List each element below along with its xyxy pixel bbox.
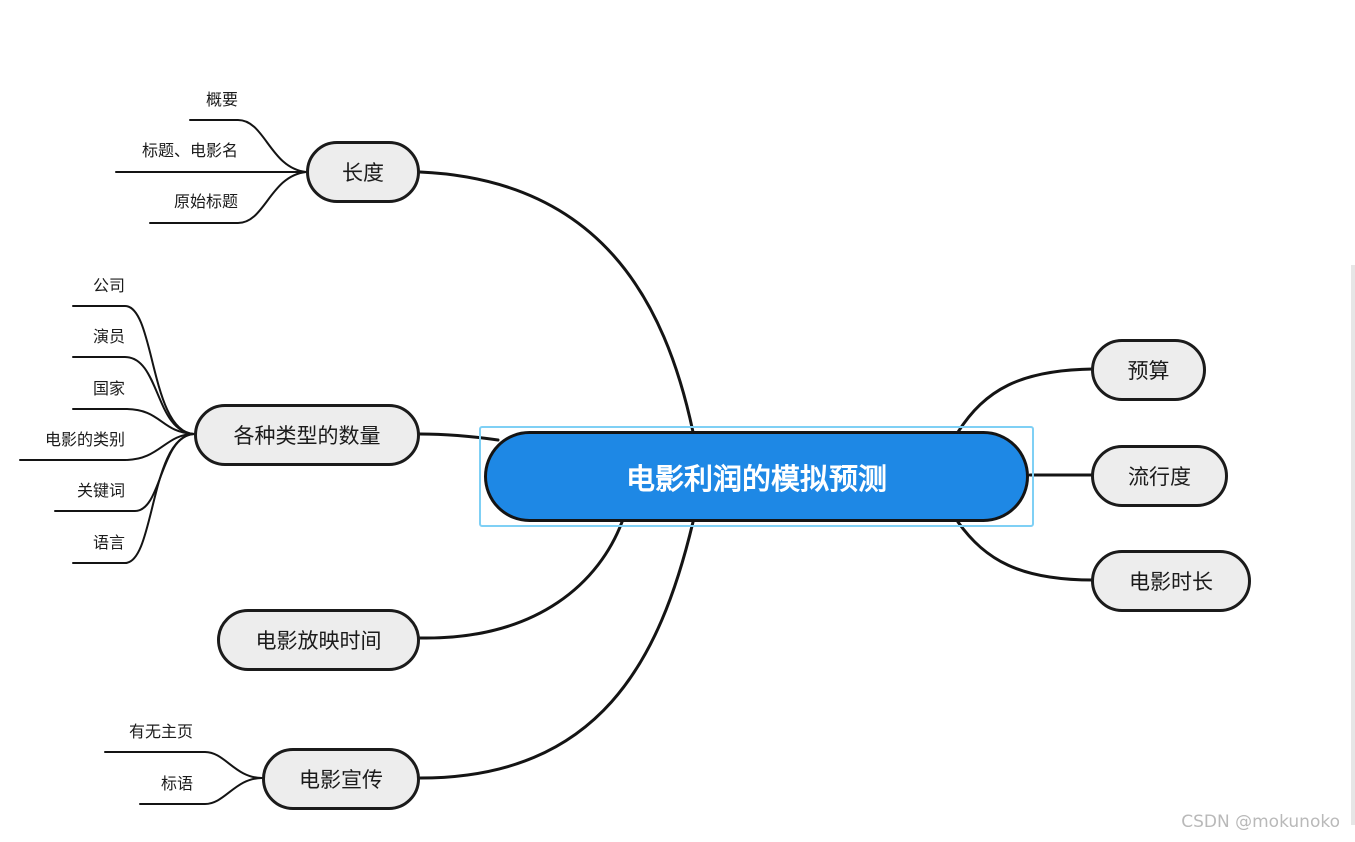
- connector-promotion-tagline: [139, 777, 263, 805]
- branch-release-time[interactable]: 电影放映时间: [217, 609, 420, 671]
- vertical-scrollbar[interactable]: [1351, 265, 1355, 825]
- connector-promotion-homepage: [104, 751, 263, 779]
- connector-counts-actors: [72, 356, 195, 435]
- connector-counts-country: [72, 408, 195, 435]
- leaf-country[interactable]: 国家: [92, 379, 125, 398]
- branch-length[interactable]: 长度: [306, 141, 420, 203]
- connector-counts-language: [72, 433, 195, 564]
- connector-length-summary: [189, 119, 307, 173]
- connector-counts-genre: [19, 433, 195, 461]
- leaf-actors[interactable]: 演员: [92, 327, 125, 346]
- connector-root-counts: [418, 432, 500, 442]
- branch-budget[interactable]: 预算: [1091, 339, 1206, 401]
- leaf-tagline[interactable]: 标语: [160, 774, 193, 793]
- leaf-title-movie-name[interactable]: 标题、电影名: [141, 141, 238, 160]
- branch-type-counts[interactable]: 各种类型的数量: [194, 404, 420, 466]
- leaf-keywords[interactable]: 关键词: [76, 481, 125, 500]
- leaf-company[interactable]: 公司: [92, 276, 125, 295]
- connector-length-original: [149, 171, 307, 224]
- leaf-summary[interactable]: 概要: [205, 90, 238, 109]
- branch-runtime[interactable]: 电影时长: [1091, 550, 1251, 612]
- leaf-original-title[interactable]: 原始标题: [173, 192, 238, 211]
- leaf-language[interactable]: 语言: [92, 533, 125, 552]
- root-topic[interactable]: 电影利润的模拟预测: [484, 431, 1029, 522]
- leaf-genre[interactable]: 电影的类别: [44, 430, 125, 449]
- connector-root-release: [418, 520, 624, 640]
- branch-popularity[interactable]: 流行度: [1091, 445, 1228, 507]
- connector-root-runtime: [956, 520, 1095, 582]
- root-selection-frame: [479, 426, 1034, 527]
- connector-root-length: [418, 170, 695, 434]
- watermark: CSDN @mokunoko: [1181, 812, 1340, 832]
- branch-promotion[interactable]: 电影宣传: [262, 748, 420, 810]
- connector-root-budget: [956, 367, 1095, 434]
- connector-counts-company: [72, 305, 195, 435]
- connector-root-promotion: [418, 520, 695, 780]
- leaf-homepage[interactable]: 有无主页: [128, 722, 193, 741]
